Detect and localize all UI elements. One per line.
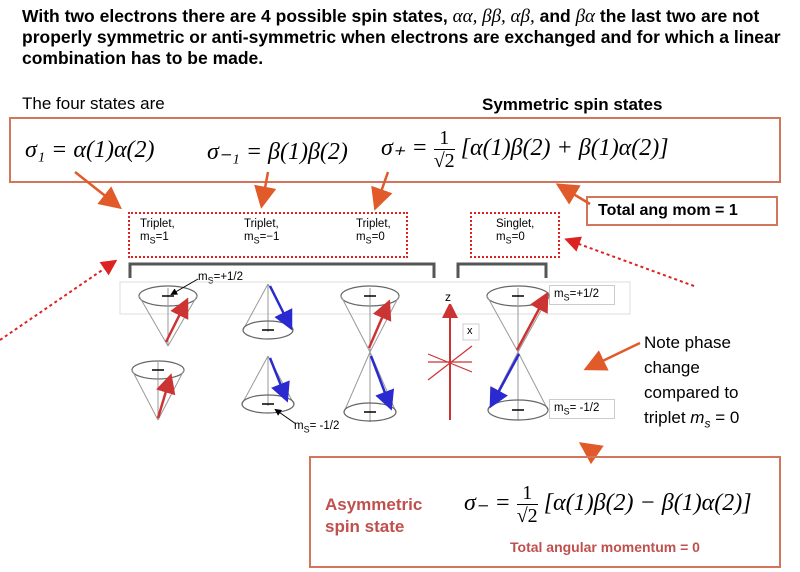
dotted-arrow-right — [564, 236, 695, 287]
singlet-bracket — [456, 262, 548, 278]
sigma-minus-fraction: 1 √2 — [516, 482, 538, 527]
axes-icon — [427, 302, 480, 420]
cone-t2-top — [242, 283, 294, 340]
sigma-minus-equation: σ₋ = 1 √2 [α(1)β(2) − β(1)α(2)] — [464, 482, 752, 527]
four-states-label: The four states are — [22, 94, 165, 113]
dotted-arrow-left — [0, 259, 118, 341]
ms-minus-pointer — [274, 408, 297, 425]
symmetric-title: Symmetric spin states — [482, 95, 663, 114]
ms-minus-right-label: mS= -1/2 — [549, 399, 615, 419]
asymmetric-box — [309, 456, 781, 568]
sigma-1-equation: σ₁ = α(1)α(2) — [25, 137, 155, 163]
arrow-total-ang — [555, 183, 591, 206]
fraction-denominator: √2 — [433, 150, 455, 172]
headline-text-b: the last two are not properly symmetric … — [22, 6, 781, 68]
cone-t3 — [340, 285, 400, 422]
total-ang-mom-box: Total ang mom = 1 — [586, 196, 778, 226]
sigma-minus1-equation: σ₋₁ = β(1)β(2) — [207, 139, 348, 165]
z-axis-label: z — [444, 290, 452, 304]
cone-t1-top — [138, 285, 198, 347]
fraction-numerator: 1 — [433, 127, 455, 150]
phase-note: Note phase change compared to triplet ms… — [644, 333, 740, 431]
headline-text-a: With two electrons there are 4 possible … — [22, 6, 453, 26]
ms-plus-right-label: mS=+1/2 — [549, 285, 615, 305]
arrow-sigma-minus1 — [254, 171, 277, 209]
cone-t1-bottom — [131, 360, 185, 421]
headline: With two electrons there are 4 possible … — [22, 6, 782, 69]
x-axis-label: x — [467, 325, 473, 337]
arrow-note — [583, 341, 641, 371]
arrow-sigma1 — [74, 171, 122, 210]
singlet-label: Singlet,mS=0 — [496, 218, 535, 246]
ms-plus-pointer — [170, 278, 199, 295]
arrow-sigma-plus — [371, 171, 393, 211]
ms-plus-left-label: mS=+1/2 — [198, 271, 244, 286]
arrow-bottom-box — [578, 442, 604, 465]
headline-state-last: βα — [575, 6, 595, 27]
triplet-bracket — [128, 262, 436, 278]
ms-minus-left-label: mS= -1/2 — [294, 420, 340, 435]
headline-and: and — [534, 6, 576, 26]
headline-states: αα, ββ, αβ, — [452, 6, 535, 27]
symmetric-equations-box: σ₁ = α(1)α(2) σ₋₁ = β(1)β(2) σ₊ = 1 √2 [… — [9, 117, 781, 183]
sigma-plus-lhs: σ₊ = — [381, 135, 428, 162]
triplet-2-label: Triplet,mS=−1 — [244, 218, 280, 246]
sigma-plus-rhs: [α(1)β(2) + β(1)α(2)] — [460, 135, 669, 162]
triplet-3-label: Triplet,mS=0 — [356, 218, 391, 246]
cone-t2-bottom — [241, 355, 295, 414]
total-zero-label: Total angular momentum = 0 — [510, 539, 700, 555]
sigma-plus-equation: σ₊ = 1 √2 [α(1)β(2) + β(1)α(2)] — [381, 127, 669, 172]
triplet-labels-box — [128, 212, 408, 258]
cone-singlet — [486, 285, 550, 421]
sigma-plus-fraction: 1 √2 — [433, 127, 455, 172]
singlet-label-box — [470, 212, 560, 258]
triplet-1-label: Triplet,mS=1 — [140, 218, 175, 246]
